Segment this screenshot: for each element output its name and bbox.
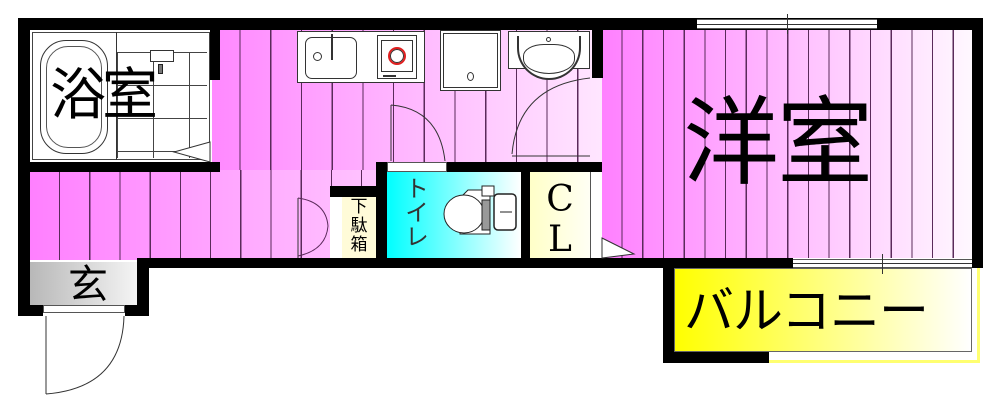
stove-control — [383, 75, 396, 77]
stove-inner — [381, 40, 413, 72]
wall-room-bottom — [663, 258, 793, 268]
bathtub-inner — [46, 46, 102, 148]
sink-faucet-icon — [331, 34, 333, 60]
label-toilet: トイレ — [400, 176, 429, 248]
door-swing-wc-icon — [390, 104, 446, 162]
corridor-floor — [30, 170, 380, 260]
wall-corridor-bottom — [137, 258, 673, 268]
washbasin-inner — [523, 44, 575, 74]
bathtub-divider — [116, 32, 117, 160]
entrance-door-icon — [45, 315, 125, 395]
wall-wc-cl — [521, 172, 530, 262]
wc-door-frame — [387, 162, 447, 172]
label-western-room: 洋室 — [683, 87, 873, 199]
sink-drain-icon — [313, 52, 322, 61]
wall-entrance-bottom-left — [18, 305, 43, 316]
bathroom-door-icon — [172, 141, 211, 162]
wall-shoe-top — [330, 186, 380, 197]
entrance-floor — [30, 262, 137, 305]
window-balcony-mark — [882, 254, 883, 274]
wall-entrance-bottom-right — [125, 305, 149, 316]
toilet-bowl-icon — [443, 185, 517, 235]
label-closet: C L — [546, 179, 574, 260]
wall-bath-bottom — [18, 162, 220, 172]
wall-bath-right — [210, 18, 220, 80]
bathtub-icon — [40, 40, 108, 154]
balcony-floor — [674, 268, 972, 352]
closet-door-icon — [601, 237, 636, 259]
shower-head-icon — [158, 64, 163, 74]
shoe-cabinet-floor — [330, 197, 376, 258]
label-shoe-cabinet: 下 駄 箱 — [350, 197, 368, 255]
window-top-mark — [787, 14, 788, 34]
door-swing-washroom-icon — [511, 77, 591, 157]
wall-balcony-bottom — [663, 352, 769, 363]
balcony-rail — [768, 268, 980, 363]
washbasin-tap — [546, 37, 551, 42]
wall-wc-left — [376, 162, 387, 262]
wall-room-left — [592, 18, 603, 78]
wall-right — [972, 18, 983, 268]
wall-wc-top — [376, 162, 602, 172]
shower-faucet-icon — [150, 50, 174, 62]
label-bathroom: 浴室 — [50, 63, 158, 128]
western-room-floor — [602, 30, 972, 258]
entrance-door-frame — [43, 305, 125, 313]
closet-floor — [530, 172, 590, 258]
pan-drain-icon — [467, 72, 474, 81]
wall-room-left-lower — [592, 162, 602, 172]
closet-door-strip — [590, 172, 602, 258]
label-entrance: 玄 — [68, 262, 108, 308]
stove-ring-icon — [388, 47, 406, 65]
wall-entrance-right — [137, 258, 149, 316]
pan-inner — [443, 33, 498, 88]
label-balcony: バルコニー — [684, 282, 929, 340]
shoe-cabinet-door-icon — [297, 197, 329, 258]
bathroom-frame — [32, 32, 210, 160]
wall-balcony-left — [663, 258, 674, 363]
